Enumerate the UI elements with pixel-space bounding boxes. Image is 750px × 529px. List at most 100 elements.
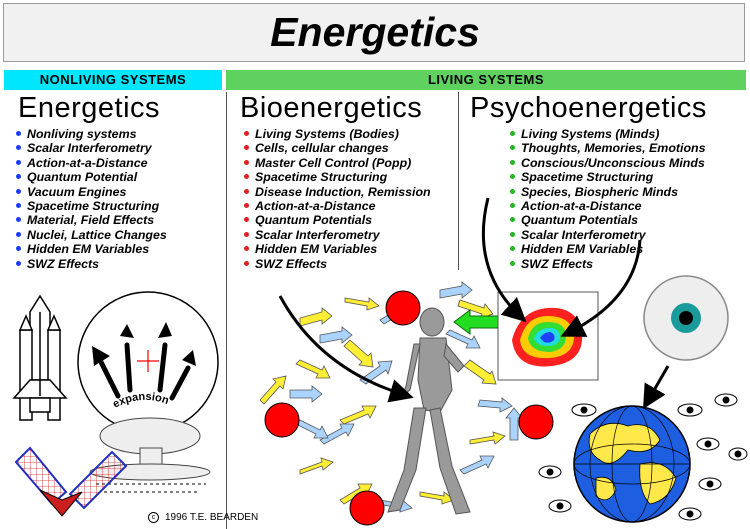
living-systems-band: LIVING SYSTEMS bbox=[226, 70, 746, 90]
bullet-dot bbox=[16, 174, 21, 180]
list-item: SWZ Effects bbox=[16, 257, 167, 271]
list-item: Living Systems (Bodies) bbox=[244, 127, 431, 141]
eye-icon bbox=[548, 499, 572, 513]
list-item: Conscious/Unconscious Minds bbox=[510, 156, 706, 170]
arrow-head bbox=[92, 346, 110, 366]
nonliving-systems-band: NONLIVING SYSTEMS bbox=[4, 70, 222, 90]
list-item: Master Cell Control (Popp) bbox=[244, 156, 431, 170]
psychoenergetics-list: Living Systems (Minds) Thoughts, Memorie… bbox=[510, 127, 706, 271]
list-item: Nuclei, Lattice Changes bbox=[16, 228, 167, 242]
list-item: Scalar Interferometry bbox=[244, 228, 431, 242]
list-item: Vacuum Engines bbox=[16, 185, 167, 199]
cell-node bbox=[518, 404, 554, 440]
eye-icon bbox=[538, 465, 562, 479]
bullet-dot bbox=[510, 203, 515, 209]
bullet-dot bbox=[16, 246, 21, 252]
list-item: Quantum Potentials bbox=[510, 213, 706, 227]
eyeball-icon bbox=[643, 275, 729, 361]
cell-node bbox=[349, 490, 385, 526]
list-item: Spacetime Structuring bbox=[244, 170, 431, 184]
list-item: Action-at-a-Distance bbox=[244, 199, 431, 213]
page-title: Energetics bbox=[270, 9, 480, 55]
bullet-dot bbox=[244, 174, 249, 180]
list-item: Cells, cellular changes bbox=[244, 141, 431, 155]
credit-text: 1996 T.E. BEARDEN bbox=[165, 512, 259, 524]
bullet-dot bbox=[244, 231, 249, 237]
list-item: Spacetime Structuring bbox=[510, 170, 706, 184]
copyright-credit: c 1996 T.E. BEARDEN bbox=[148, 512, 258, 523]
bullet-dot bbox=[244, 246, 249, 252]
bullet-dot bbox=[16, 131, 21, 136]
brainwave-map-icon bbox=[497, 291, 599, 381]
human-figure-icon bbox=[387, 307, 471, 515]
bullet-dot bbox=[244, 188, 249, 194]
eye-icon bbox=[728, 447, 748, 461]
bullet-dot bbox=[16, 217, 21, 223]
copyright-symbol: c bbox=[148, 512, 159, 523]
arrow-to-brainmap-left bbox=[481, 197, 527, 323]
globe-icon bbox=[573, 405, 691, 523]
list-item: Spacetime Structuring bbox=[16, 199, 167, 213]
list-item: Quantum Potential bbox=[16, 170, 167, 184]
list-item: SWZ Effects bbox=[510, 257, 706, 271]
interferometer-icon bbox=[14, 446, 128, 517]
list-item: Thoughts, Memories, Emotions bbox=[510, 141, 706, 155]
eye-icon bbox=[571, 403, 597, 417]
list-item: Scalar Interferometry bbox=[16, 141, 167, 155]
eye-icon bbox=[714, 393, 738, 407]
bullet-dot bbox=[510, 246, 515, 252]
heading-psychoenergetics: Psychoenergetics bbox=[470, 92, 707, 124]
title-box: Energetics bbox=[3, 3, 745, 62]
mushroom-cloud-icon bbox=[89, 417, 211, 481]
list-item: Action-at-a-Distance bbox=[510, 199, 706, 213]
bullet-dot bbox=[510, 217, 515, 223]
bullet-dot bbox=[244, 217, 249, 223]
bullet-dot bbox=[16, 159, 21, 165]
nonliving-systems-label: NONLIVING SYSTEMS bbox=[39, 72, 187, 87]
list-item: Quantum Potentials bbox=[244, 213, 431, 227]
list-item: Disease Induction, Remission bbox=[244, 185, 431, 199]
heading-energetics: Energetics bbox=[18, 92, 161, 124]
bullet-dot bbox=[16, 260, 21, 266]
column-divider-2 bbox=[458, 92, 459, 270]
bullet-dot bbox=[510, 159, 515, 165]
bullet-dot bbox=[510, 131, 515, 136]
list-item: Scalar Interferometry bbox=[510, 228, 706, 242]
column-divider-1 bbox=[226, 92, 227, 529]
bullet-dot bbox=[510, 260, 515, 266]
eye-icon bbox=[696, 437, 720, 451]
arrow-to-globe bbox=[642, 365, 670, 410]
bullet-dot bbox=[16, 188, 21, 194]
list-item: Material, Field Effects bbox=[16, 213, 167, 227]
bullet-dot bbox=[510, 231, 515, 237]
list-item: Hidden EM Variables bbox=[244, 242, 431, 256]
list-item: Action-at-a-Distance bbox=[16, 156, 167, 170]
bullet-dot bbox=[244, 260, 249, 266]
curved-arrows bbox=[278, 197, 670, 410]
eye-icon bbox=[698, 477, 722, 491]
bullet-dot bbox=[244, 159, 249, 165]
bullet-dot bbox=[510, 188, 515, 194]
bioenergetics-list: Living Systems (Bodies) Cells, cellular … bbox=[244, 127, 431, 271]
list-item: Species, Biospheric Minds bbox=[510, 185, 706, 199]
eye-icon bbox=[677, 403, 703, 417]
space-shuttle-icon bbox=[12, 294, 68, 421]
bullet-dot bbox=[244, 131, 249, 136]
arrow-to-brainmap-right bbox=[560, 239, 642, 337]
cell-nodes bbox=[264, 290, 554, 526]
list-item: SWZ Effects bbox=[244, 257, 431, 271]
expansion-sphere: expansion bbox=[77, 291, 219, 493]
list-item: Hidden EM Variables bbox=[510, 242, 706, 256]
energetics-list: Nonliving systems Scalar Interferometry … bbox=[16, 127, 167, 271]
cell-node bbox=[385, 290, 421, 326]
bullet-dot bbox=[16, 145, 21, 151]
arrow-to-figure bbox=[278, 295, 414, 403]
list-item: Living Systems (Minds) bbox=[510, 127, 706, 141]
heading-bioenergetics: Bioenergetics bbox=[240, 92, 423, 124]
bullet-dot bbox=[510, 174, 515, 180]
living-systems-label: LIVING SYSTEMS bbox=[427, 72, 545, 87]
bullet-dot bbox=[16, 231, 21, 237]
list-item: Hidden EM Variables bbox=[16, 242, 167, 256]
cell-node bbox=[264, 402, 300, 438]
